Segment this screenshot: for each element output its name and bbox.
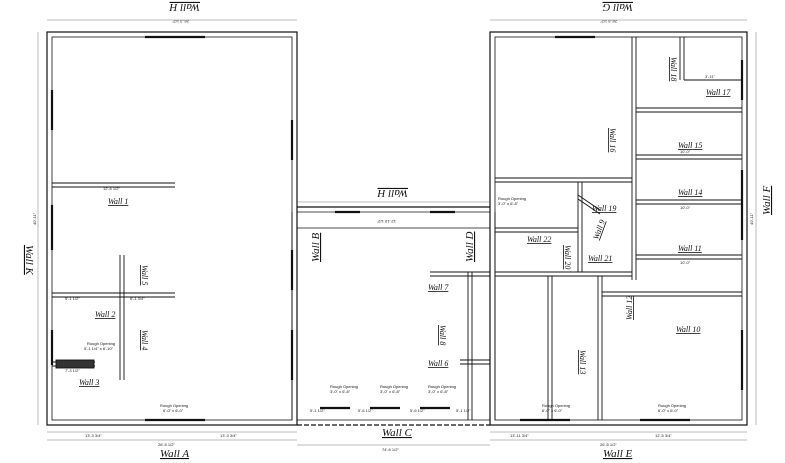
dim-right-bottom-a: 13'-11 3/4" (510, 433, 529, 438)
wall-a-label: Wall A (160, 448, 189, 460)
wall-13-label: Wall 13 (578, 350, 587, 374)
ro-3-title: Rough Opening (380, 384, 408, 389)
dim-center-total: 74'-6 1/2" (382, 447, 399, 452)
dim-r-seg3: 3'-11" (705, 74, 715, 79)
opening-marks (50, 35, 744, 422)
dim-left-top: 26'-3 1/2" (172, 19, 189, 24)
wall-22-label: Wall 22 (527, 235, 551, 244)
wall-12-label: Wall 12 (625, 296, 634, 320)
wall-14-label: Wall 14 (678, 188, 702, 197)
wall-c-label: Wall C (382, 427, 413, 439)
ro-8-size: 5'-1 1/4" x 6'-10" (84, 346, 114, 351)
wall-19-diag (577, 194, 601, 211)
wall-8-label: Wall 8 (438, 325, 447, 345)
wall-h-label: Wall H (376, 187, 408, 199)
dim-right-bottom-total: 26'-5 1/2" (600, 442, 617, 447)
ro-2-size: 3'-0" x 6'-8" (330, 389, 351, 394)
dim-left-bottom-total: 26'-5 1/2" (158, 442, 175, 447)
wall-5-label: Wall 5 (140, 265, 149, 285)
wall-3-block (55, 359, 95, 369)
dim-c-seg2: 5'-6 1/2" (358, 408, 373, 413)
ro-6-title: Rough Opening (542, 403, 570, 408)
right-building-inner (494, 36, 743, 421)
dim-right-bottom-b: 12'-5 3/4" (655, 433, 672, 438)
wall-d-label: Wall D (464, 231, 476, 262)
ro-7-title: Rough Opening (658, 403, 686, 408)
wall-21-label: Wall 21 (588, 254, 612, 263)
wall-6-label: Wall 6 (428, 359, 448, 368)
ro-1-size: 6'-0" x 6'-0" (163, 408, 184, 413)
wall-b-label: Wall B (310, 232, 322, 262)
ro-6-size: 6'-0" x 6'-0" (542, 408, 563, 413)
wall-19-label: Wall 19 (592, 204, 616, 213)
dim-r-seg2: 10'-0" (680, 205, 691, 210)
ro-8-title: Rough Opening (87, 341, 115, 346)
exterior-wall-labels: Wall A Wall E Wall C Wall H Wall G Wall … (23, 1, 773, 460)
dim-c-seg3: 5'-6 1/2" (410, 408, 425, 413)
wall-e-label: Wall E (603, 448, 633, 460)
ro-5-title: Rough Opening (498, 196, 526, 201)
wall-19-diag-b (577, 198, 601, 215)
interior-wall-labels: Wall 1 Wall 2 Wall 3 Wall 4 Wall 5 Wall … (79, 57, 731, 387)
wall-10-label: Wall 10 (676, 325, 700, 334)
wall-18-label: Wall 18 (669, 57, 678, 81)
wall-3-label: Wall 3 (79, 378, 99, 387)
wall-9-label: Wall 9 (591, 218, 606, 240)
ro-4-size: 3'-0" x 6'-8" (428, 389, 449, 394)
wall-h-top-label: Wall H (168, 1, 200, 13)
ro-4-title: Rough Opening (428, 384, 456, 389)
ro-5-size: 3'-0" x 6'-8" (498, 201, 519, 206)
interior-walls (52, 37, 742, 420)
wall-7-label: Wall 7 (428, 283, 449, 292)
dim-wall-1: 12'-6 1/2" (103, 186, 120, 191)
rough-opening-notes: Rough Opening 6'-0" x 6'-0" Rough Openin… (84, 196, 686, 413)
wall-g-label: Wall G (602, 1, 633, 13)
dim-left-bottom-b: 13'-3 3/4" (220, 433, 237, 438)
dim-r-seg1: 10'-0" (680, 149, 691, 154)
wall-k-label: Wall K (23, 245, 35, 276)
wall-f-label: Wall F (761, 185, 773, 215)
ro-7-size: 6'-0" x 6'-0" (658, 408, 679, 413)
dim-corridor-top: 12'-10 1/2" (376, 219, 396, 224)
wall-4-label: Wall 4 (140, 330, 149, 350)
dim-r-seg4: 10'-0" (680, 260, 691, 265)
dim-left-mid-a: 5'-1 1/2" (65, 296, 80, 301)
ro-3-size: 3'-0" x 6'-8" (380, 389, 401, 394)
ro-2-title: Rough Opening (330, 384, 358, 389)
ro-1-title: Rough Opening (160, 403, 188, 408)
dim-left-bottom-a: 13'-3 3/4" (85, 433, 102, 438)
dim-c-seg4: 5'-1 1/2" (456, 408, 471, 413)
dim-right-top: 26'-5 1/2" (600, 19, 617, 24)
dim-left-mid-b: 6'-1 3/4" (130, 296, 145, 301)
wall-16-label: Wall 16 (608, 128, 617, 152)
wall-11-label: Wall 11 (678, 244, 702, 253)
wall-20-label: Wall 20 (563, 245, 572, 269)
dimension-lines (37, 19, 757, 446)
dim-wall-3: 7'-3 1/2" (65, 368, 80, 373)
wall-17-label: Wall 17 (706, 88, 731, 97)
dim-left-height: 40'-11" (32, 212, 37, 225)
dim-c-seg1: 5'-1 1/2" (310, 408, 325, 413)
dim-right-height: 40'-11" (749, 212, 754, 225)
exterior-walls (46, 31, 748, 426)
dimension-text: 13'-3 3/4" 13'-3 3/4" 26'-5 1/2" 74'-6 1… (32, 19, 754, 452)
wall-15-label: Wall 15 (678, 141, 702, 150)
wall-2-label: Wall 2 (95, 310, 115, 319)
wall-1-label: Wall 1 (108, 197, 128, 206)
